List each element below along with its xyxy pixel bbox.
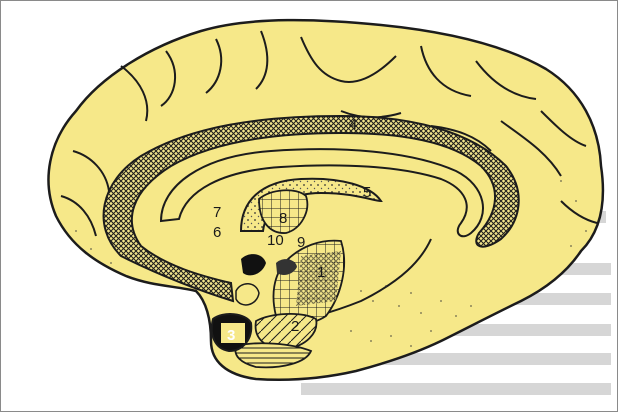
label-10: 10	[267, 232, 284, 249]
label-7: 7	[213, 204, 221, 221]
label-5: 5	[363, 184, 371, 201]
label-2: 2	[291, 318, 299, 335]
mammillary-body	[236, 284, 259, 305]
label-3: 3	[227, 327, 235, 344]
label-4: 4	[349, 116, 357, 133]
label-1: 1	[317, 264, 325, 281]
label-9: 9	[297, 234, 305, 251]
label-8: 8	[279, 210, 287, 227]
label-6: 6	[213, 224, 221, 241]
